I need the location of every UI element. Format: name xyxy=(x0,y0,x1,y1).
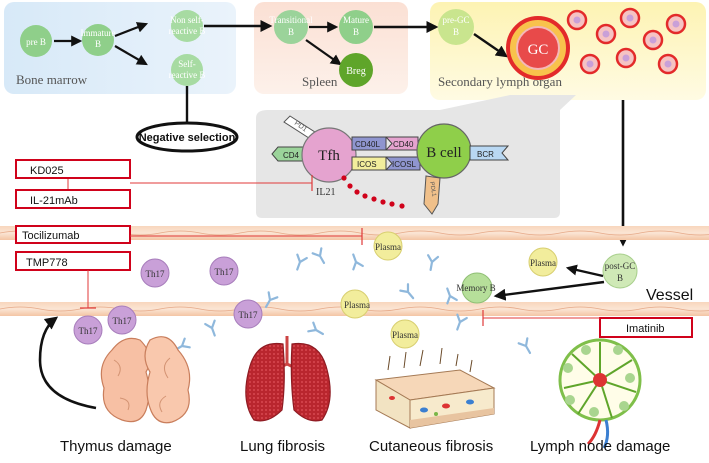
svg-text:PDL1: PDL1 xyxy=(428,181,437,197)
svg-text:CD40L: CD40L xyxy=(355,140,380,149)
plasma-labels: Plasma Plasma Plasma Plasma xyxy=(344,242,556,340)
lymph-node-illustration xyxy=(558,338,642,449)
svg-text:reactive B: reactive B xyxy=(169,70,206,80)
svg-text:Mature: Mature xyxy=(343,15,369,25)
svg-text:pre B: pre B xyxy=(26,37,46,47)
plasma-cells-cluster xyxy=(566,7,687,75)
bone-marrow-label: Bone marrow xyxy=(16,72,88,87)
drug-kd025: KD025 xyxy=(15,159,131,179)
transitional-b-cell: Transitional B xyxy=(269,10,313,44)
svg-text:Th17: Th17 xyxy=(146,269,165,279)
arrow-pregc-gc xyxy=(473,33,508,58)
memory-b-cell: Memory B xyxy=(456,272,496,304)
svg-text:TMP778: TMP778 xyxy=(26,257,68,269)
svg-text:B: B xyxy=(95,39,101,49)
pre-b-cell: pre B xyxy=(20,25,52,57)
svg-text:B: B xyxy=(288,27,294,37)
svg-text:Th17: Th17 xyxy=(79,326,98,336)
svg-text:Self-: Self- xyxy=(178,59,196,69)
svg-text:IL-21mAb: IL-21mAb xyxy=(30,195,78,207)
svg-text:KD025: KD025 xyxy=(30,165,64,177)
svg-text:B: B xyxy=(617,273,623,283)
icosl-receptor: ICOSL xyxy=(384,156,421,171)
svg-text:Negative selection: Negative selection xyxy=(139,132,236,144)
bcr-receptor: BCR xyxy=(469,145,510,161)
svg-text:Plasma: Plasma xyxy=(375,242,401,252)
svg-text:B: B xyxy=(453,27,459,37)
self-reactive-b-cell: Self- reactive B xyxy=(169,54,206,86)
cd40-receptor: CD40 xyxy=(384,136,419,151)
svg-text:Tfh: Tfh xyxy=(318,148,340,164)
svg-text:Th17: Th17 xyxy=(215,267,234,277)
drug-imatinib: Imatinib xyxy=(599,317,693,338)
immature-b-cell: Immature B xyxy=(81,24,116,56)
arrow-postgc-memory xyxy=(493,280,605,301)
lymph-node-damage-label: Lymph node damage xyxy=(530,438,670,455)
svg-text:Th17: Th17 xyxy=(113,316,132,326)
svg-text:BCR: BCR xyxy=(477,150,494,159)
germinal-center: GC xyxy=(506,16,570,80)
svg-text:B cell: B cell xyxy=(426,145,461,161)
spleen-label: Spleen xyxy=(302,74,338,89)
cd40l-receptor: CD40L xyxy=(351,136,387,151)
th17-labels: Th17 Th17 Th17 Th17 Th17 xyxy=(79,267,258,336)
b-cell-synapse: B cell xyxy=(416,123,472,179)
svg-text:CD40: CD40 xyxy=(393,140,414,149)
thymus-feedback-arrow xyxy=(38,316,97,410)
pdl1-receptor: PDL1 xyxy=(423,175,441,215)
icos-receptor: ICOS xyxy=(351,156,387,171)
th17-cells xyxy=(73,256,263,345)
svg-text:Th17: Th17 xyxy=(239,310,258,320)
drug-tocilizumab: Tocilizumab xyxy=(15,225,131,244)
vessel-label: Vessel xyxy=(646,287,693,304)
svg-text:ICOS: ICOS xyxy=(357,160,377,169)
lung-fibrosis-label: Lung fibrosis xyxy=(240,438,325,455)
arrow-postgc-plasma xyxy=(565,264,604,278)
svg-text:post-GC: post-GC xyxy=(605,261,636,271)
arrow-transitional-breg xyxy=(305,39,342,66)
svg-text:Tocilizumab: Tocilizumab xyxy=(22,230,79,242)
negative-selection-oval: Negative selection xyxy=(135,121,239,153)
svg-text:Plasma: Plasma xyxy=(344,300,370,310)
svg-text:ICOSL: ICOSL xyxy=(392,160,417,169)
il21-dots xyxy=(341,175,405,209)
skin-illustration xyxy=(374,347,496,429)
breg-cell: Breg xyxy=(339,53,373,87)
arrow-immature-self xyxy=(114,45,148,66)
mature-b-cell: Mature B xyxy=(339,10,373,44)
svg-text:Imatinib: Imatinib xyxy=(626,323,665,335)
svg-text:Breg: Breg xyxy=(346,66,365,77)
svg-text:Immature: Immature xyxy=(81,28,116,38)
post-gc-b-cell: post-GC B xyxy=(602,253,638,289)
antibodies xyxy=(173,247,532,355)
svg-text:Plasma: Plasma xyxy=(392,330,418,340)
drug-il21mab: IL-21mAb xyxy=(15,189,131,209)
svg-text:pre-GC: pre-GC xyxy=(443,15,470,25)
il21-label: IL21 xyxy=(316,187,335,198)
drug-tmp778: TMP778 xyxy=(15,251,131,271)
cutaneous-fibrosis-label: Cutaneous fibrosis xyxy=(369,438,493,455)
svg-text:Non self-: Non self- xyxy=(170,15,204,25)
arrow-immature-nonself xyxy=(114,22,149,38)
pre-gc-b-cell: pre-GC B xyxy=(438,9,474,45)
svg-text:reactive B: reactive B xyxy=(169,26,206,36)
svg-text:B: B xyxy=(353,27,359,37)
svg-text:GC: GC xyxy=(528,42,549,58)
tfh-cell: Tfh xyxy=(301,127,357,183)
thymus-illustration xyxy=(100,336,191,424)
lung-illustration xyxy=(245,336,331,422)
plasma-cells xyxy=(340,231,558,349)
svg-text:Plasma: Plasma xyxy=(530,258,556,268)
thymus-damage-label: Thymus damage xyxy=(60,438,172,455)
svg-text:Transitional: Transitional xyxy=(269,15,313,25)
non-self-reactive-b-cell: Non self- reactive B xyxy=(169,10,206,42)
svg-text:Memory B: Memory B xyxy=(456,283,495,293)
svg-text:CD4: CD4 xyxy=(283,151,300,160)
